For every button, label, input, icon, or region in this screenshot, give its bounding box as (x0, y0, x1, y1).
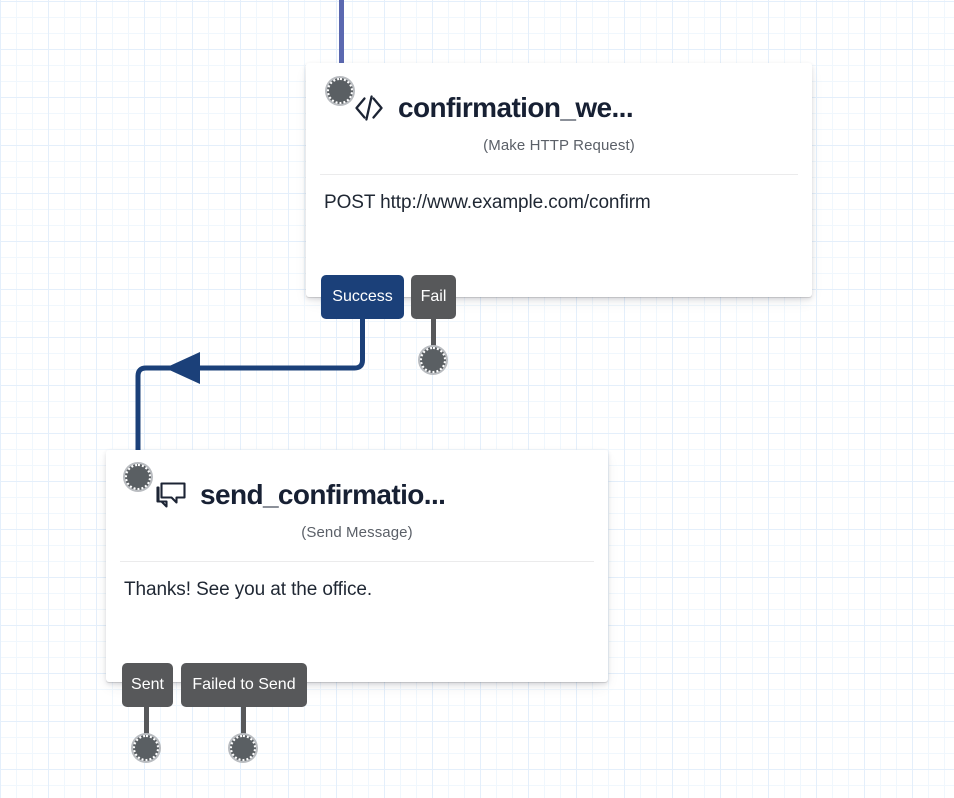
branch-button-fail[interactable]: Fail (411, 275, 456, 319)
branch-stub-fail (431, 316, 436, 354)
edge-success-to-send-confirmation (135, 318, 365, 462)
node-confirmation-webhook[interactable]: confirmation_we... (Make HTTP Request) P… (306, 63, 812, 297)
output-port-sent[interactable] (133, 735, 159, 761)
branch-button-sent[interactable]: Sent (122, 663, 173, 707)
branch-stub-failed-to-send (241, 704, 246, 742)
node-header: confirmation_we... (306, 63, 812, 131)
node-subtitle: (Make HTTP Request) (483, 137, 635, 154)
message-bubble-icon (152, 480, 188, 510)
node-title: confirmation_we... (398, 92, 634, 123)
edge-arrowhead-icon (165, 352, 200, 384)
output-port-fail[interactable] (420, 347, 446, 373)
node-header: send_confirmatio... (106, 450, 608, 518)
node-divider (320, 174, 798, 175)
branch-label: Failed to Send (192, 676, 296, 693)
branch-label: Fail (420, 288, 447, 305)
output-port-failed-to-send[interactable] (230, 735, 256, 761)
node-title: send_confirmatio... (200, 479, 446, 510)
node-body-text: POST http://www.example.com/confirm (324, 192, 651, 213)
input-port-confirmation-webhook[interactable] (327, 78, 353, 104)
branch-stub-sent (144, 704, 149, 742)
branch-button-failed-to-send[interactable]: Failed to Send (181, 663, 307, 707)
node-divider (120, 561, 594, 562)
input-port-send-confirmation[interactable] (125, 464, 151, 490)
branch-label: Success (332, 288, 393, 305)
branch-label: Sent (131, 676, 164, 693)
code-icon (352, 93, 386, 123)
node-send-confirmation[interactable]: send_confirmatio... (Send Message) Thank… (106, 450, 608, 682)
branch-button-success[interactable]: Success (321, 275, 404, 319)
node-body-text: Thanks! See you at the office. (124, 579, 373, 600)
node-subtitle: (Send Message) (301, 524, 413, 541)
